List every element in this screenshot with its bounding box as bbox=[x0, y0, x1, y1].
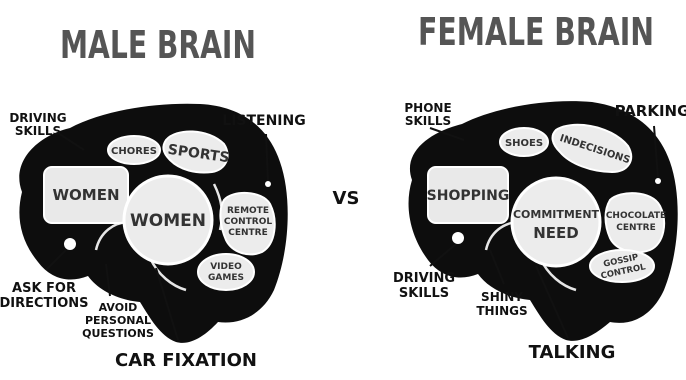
male-avoid-label-2: PERSONAL bbox=[85, 314, 151, 327]
female-commitment-label-1: COMMITMENT bbox=[513, 208, 600, 221]
male-chores-label: CHORES bbox=[111, 146, 157, 157]
female-chocolate-label-2: CENTRE bbox=[616, 223, 656, 233]
male-car-fixation-label: CAR FIXATION bbox=[115, 350, 257, 371]
female-parking-label: PARKING bbox=[615, 102, 686, 120]
female-region-shopping bbox=[427, 166, 509, 224]
female-shoes-label: SHOES bbox=[505, 138, 543, 149]
female-phone-skills-label-2: SKILLS bbox=[405, 114, 451, 128]
male-remote-label-3: CENTRE bbox=[228, 228, 268, 238]
male-ask-for-directions-label-2: DIRECTIONS bbox=[0, 296, 89, 311]
male-remote-label-2: CONTROL bbox=[224, 217, 273, 227]
female-brain-title: FEMALE BRAIN bbox=[418, 10, 654, 54]
male-region-video-games bbox=[197, 253, 255, 291]
male-video-label-2: GAMES bbox=[208, 273, 244, 283]
male-listening-dot bbox=[265, 181, 271, 187]
female-driving-skills-label-2: SKILLS bbox=[399, 286, 449, 301]
female-brain-panel: FEMALE BRAIN SHOPPING SHOES INDECISIONS … bbox=[393, 10, 686, 363]
male-women-left-label: WOMEN bbox=[52, 186, 119, 204]
male-region-women-left bbox=[43, 166, 129, 224]
male-women-center-label: WOMEN bbox=[130, 211, 206, 231]
female-callout-lines bbox=[429, 125, 659, 339]
male-region-women-center bbox=[122, 174, 214, 266]
male-driving-skills-label-2: SKILLS bbox=[15, 124, 61, 138]
male-brain-panel: MALE BRAIN WOMEN CHORES SPORTS WOMEN REM… bbox=[0, 23, 306, 371]
vs-label: VS bbox=[333, 188, 360, 209]
male-driving-skills-label-1: DRIVING bbox=[9, 111, 66, 125]
female-region-commitment-need bbox=[510, 176, 602, 268]
female-commitment-label-2: NEED bbox=[533, 224, 579, 242]
male-region-sports bbox=[162, 130, 229, 174]
male-region-chores bbox=[107, 135, 161, 165]
male-ask-for-directions-label-1: ASK FOR bbox=[12, 281, 76, 296]
male-listening-label: LISTENING bbox=[222, 113, 305, 129]
female-shiny-things-label-2: THINGS bbox=[476, 304, 527, 318]
female-shiny-things-label-1: SHINY bbox=[481, 290, 523, 304]
female-region-gossip-control bbox=[589, 249, 655, 283]
female-region-shoes bbox=[499, 127, 549, 157]
male-region-small-eye bbox=[64, 238, 76, 250]
male-avoid-label-1: AVOID bbox=[99, 301, 138, 314]
female-phone-skills-label-1: PHONE bbox=[404, 101, 451, 115]
female-region-indecisions bbox=[551, 123, 633, 174]
male-avoid-label-3: QUESTIONS bbox=[82, 327, 154, 340]
female-driving-skills-label-1: DRIVING bbox=[393, 271, 455, 286]
female-talking-label: TALKING bbox=[529, 342, 616, 363]
female-parking-dot bbox=[655, 178, 661, 184]
male-remote-label-1: REMOTE bbox=[227, 206, 269, 216]
female-chocolate-label-1: CHOCOLATE bbox=[606, 211, 666, 221]
male-region-remote-control-centre bbox=[219, 192, 276, 256]
female-shopping-label: SHOPPING bbox=[427, 188, 510, 204]
male-video-label-1: VIDEO bbox=[210, 262, 242, 272]
female-region-chocolate-centre bbox=[604, 192, 666, 254]
male-brain-title: MALE BRAIN bbox=[60, 23, 256, 67]
female-region-small-eye bbox=[452, 232, 464, 244]
male-callout-lines bbox=[45, 132, 269, 341]
